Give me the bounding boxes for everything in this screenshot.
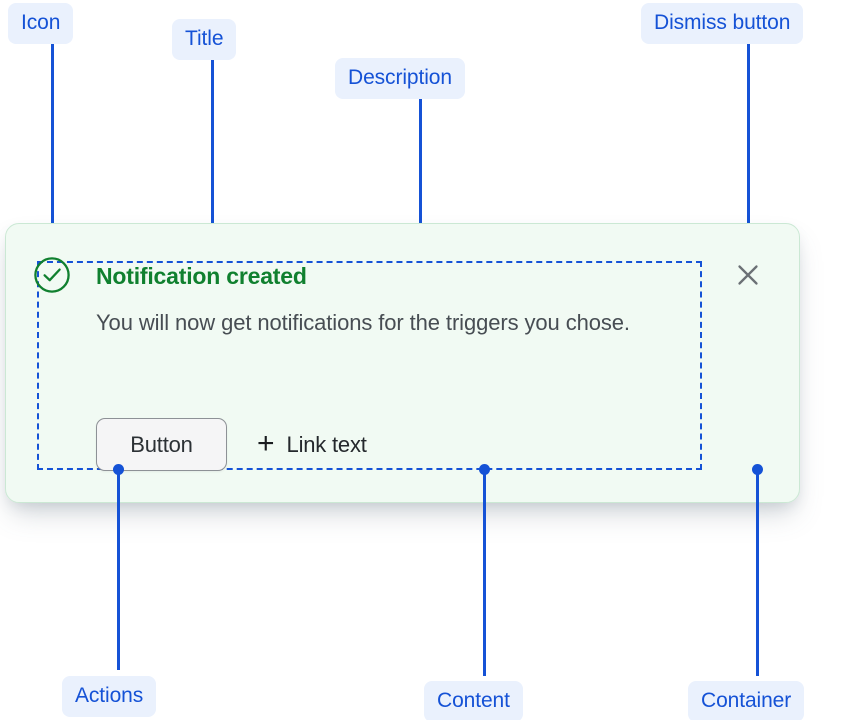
annotation-leader-line-dismiss — [747, 44, 750, 250]
check-circle-icon — [33, 256, 71, 294]
annotation-leader-line-icon — [51, 44, 54, 250]
notification-text-block: Notification created You will now get no… — [96, 258, 696, 343]
add-link-action[interactable]: + Link text — [257, 426, 367, 460]
annotation-label-icon: Icon — [8, 3, 74, 44]
annotation-label-description: Description — [335, 58, 465, 99]
annotation-leader-line-actions — [117, 470, 120, 670]
notification-container — [5, 223, 800, 503]
annotation-leader-line-title — [211, 60, 214, 264]
annotation-label-actions: Actions — [62, 676, 157, 717]
content-region-outline — [37, 261, 702, 470]
annotation-anchor-dot-actions — [113, 464, 124, 475]
annotation-leader-line-content — [483, 470, 486, 676]
annotation-label-container: Container — [688, 681, 805, 720]
notification-description: You will now get notifications for the t… — [96, 310, 630, 335]
plus-icon: + — [257, 426, 275, 460]
notification-actions: Button + Link text — [96, 418, 367, 471]
action-button[interactable]: Button — [96, 418, 227, 471]
annotation-label-dismiss-button: Dismiss button — [641, 3, 804, 44]
annotation-leader-line-description — [419, 99, 422, 303]
annotation-anchor-dot-container — [752, 464, 763, 475]
annotation-label-title: Title — [172, 19, 237, 60]
notification-title: Notification created — [96, 263, 307, 289]
close-icon — [735, 262, 761, 291]
link-text-label: Link text — [286, 431, 367, 457]
annotation-anchor-dot-content — [479, 464, 490, 475]
annotation-leader-line-container — [756, 470, 759, 676]
dismiss-button[interactable] — [730, 258, 766, 294]
annotation-label-content: Content — [424, 681, 523, 720]
